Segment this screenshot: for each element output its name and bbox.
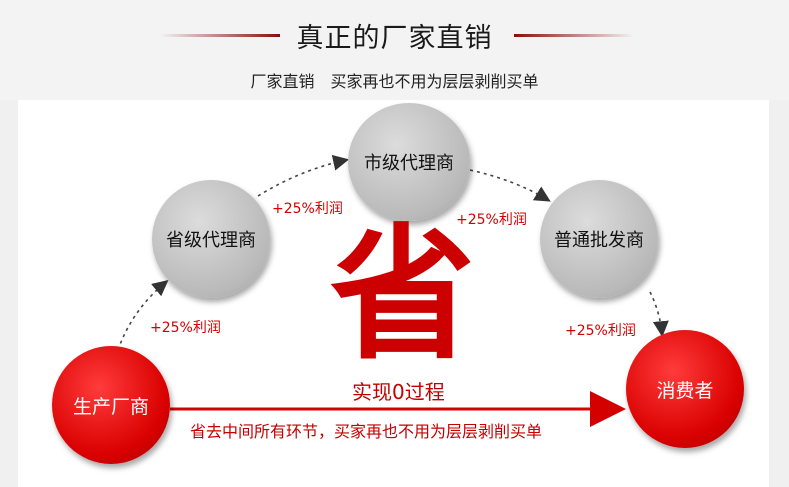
title-rule-right (514, 34, 634, 37)
arrow-wholesaler-to-consumer (649, 291, 669, 338)
node-provincial-agent: 省级代理商 (152, 180, 270, 298)
node-consumer: 消费者 (626, 330, 744, 448)
omit-middlemen-text: 省去中间所有环节，买家再也不用为层层剥削买单 (190, 422, 543, 441)
save-character: 省 (330, 210, 475, 380)
profit-label-3: +25%利润 (456, 212, 527, 228)
arrow-manufacturer-to-provincial (117, 279, 169, 351)
node-city-agent: 市级代理商 (348, 103, 470, 221)
arrow-provincial-to-city (257, 154, 350, 197)
header: 真正的厂家直销 厂家直销 买家再也不用为层层剥削买单 (0, 0, 789, 100)
title-rule-left (160, 34, 280, 37)
profit-label-4: +25%利润 (565, 323, 636, 339)
node-wholesaler: 普通批发商 (540, 180, 658, 298)
profit-label-2: +25%利润 (272, 201, 343, 217)
profit-label-1: +25%利润 (150, 320, 221, 336)
realize-zero-process: 实现0过程 (352, 380, 445, 404)
page-title: 真正的厂家直销 (296, 23, 493, 54)
node-manufacturer: 生产厂商 (52, 346, 170, 464)
page-subtitle: 厂家直销 买家再也不用为层层剥削买单 (250, 72, 539, 91)
arrow-city-to-wholesaler (469, 169, 551, 202)
